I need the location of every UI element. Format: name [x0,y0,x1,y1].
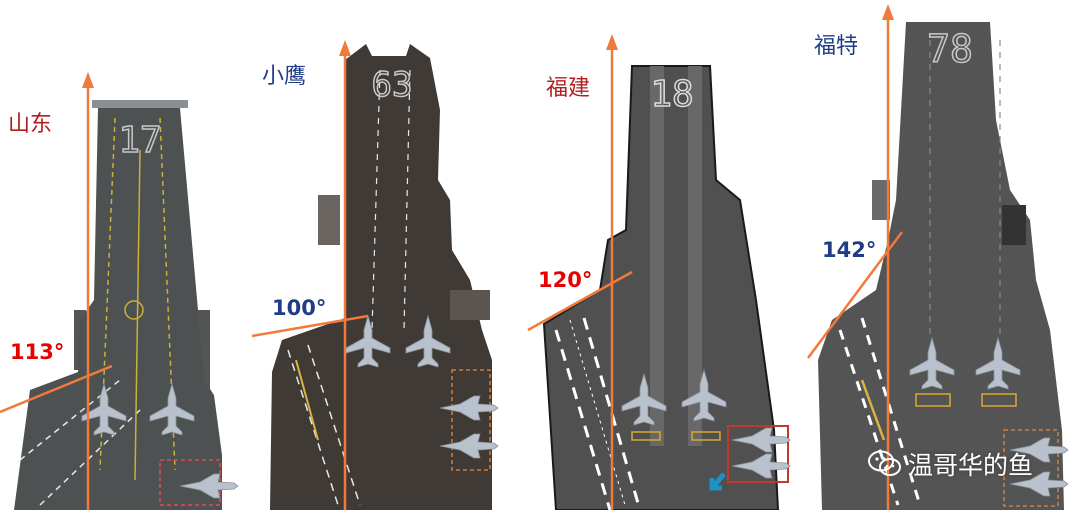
watermark-text: 温哥华的鱼 [908,446,1033,482]
carrier-deck-kitty-hawk [270,44,498,510]
watermark: 温哥华的鱼 [868,446,1033,482]
deck-kitty-hawk [270,44,492,510]
carrier-deck-shandong [14,100,238,510]
angle-label-fujian: 120° [538,268,592,292]
carrier-name-kitty-hawk: 小鹰 [262,58,306,90]
deck-shandong [14,108,222,510]
hull-number-kitty-hawk: 63 [372,65,413,105]
carrier-name-fujian: 福建 [546,70,590,102]
hull-number-fujian: 18 [650,74,693,115]
deck-ford [818,22,1064,510]
wechat-icon [868,450,902,478]
hull-number-shandong: 17 [118,120,161,161]
hull-number-ford: 78 [927,27,973,71]
angle-label-shandong: 113° [10,340,64,364]
angle-label-kitty-hawk: 100° [272,296,326,320]
carrier-name-shandong: 山东 [8,106,52,138]
carrier-deck-ford [818,22,1068,510]
angle-label-ford: 142° [822,238,876,262]
island-ford [1002,205,1026,245]
carrier-name-ford: 福特 [814,28,858,60]
